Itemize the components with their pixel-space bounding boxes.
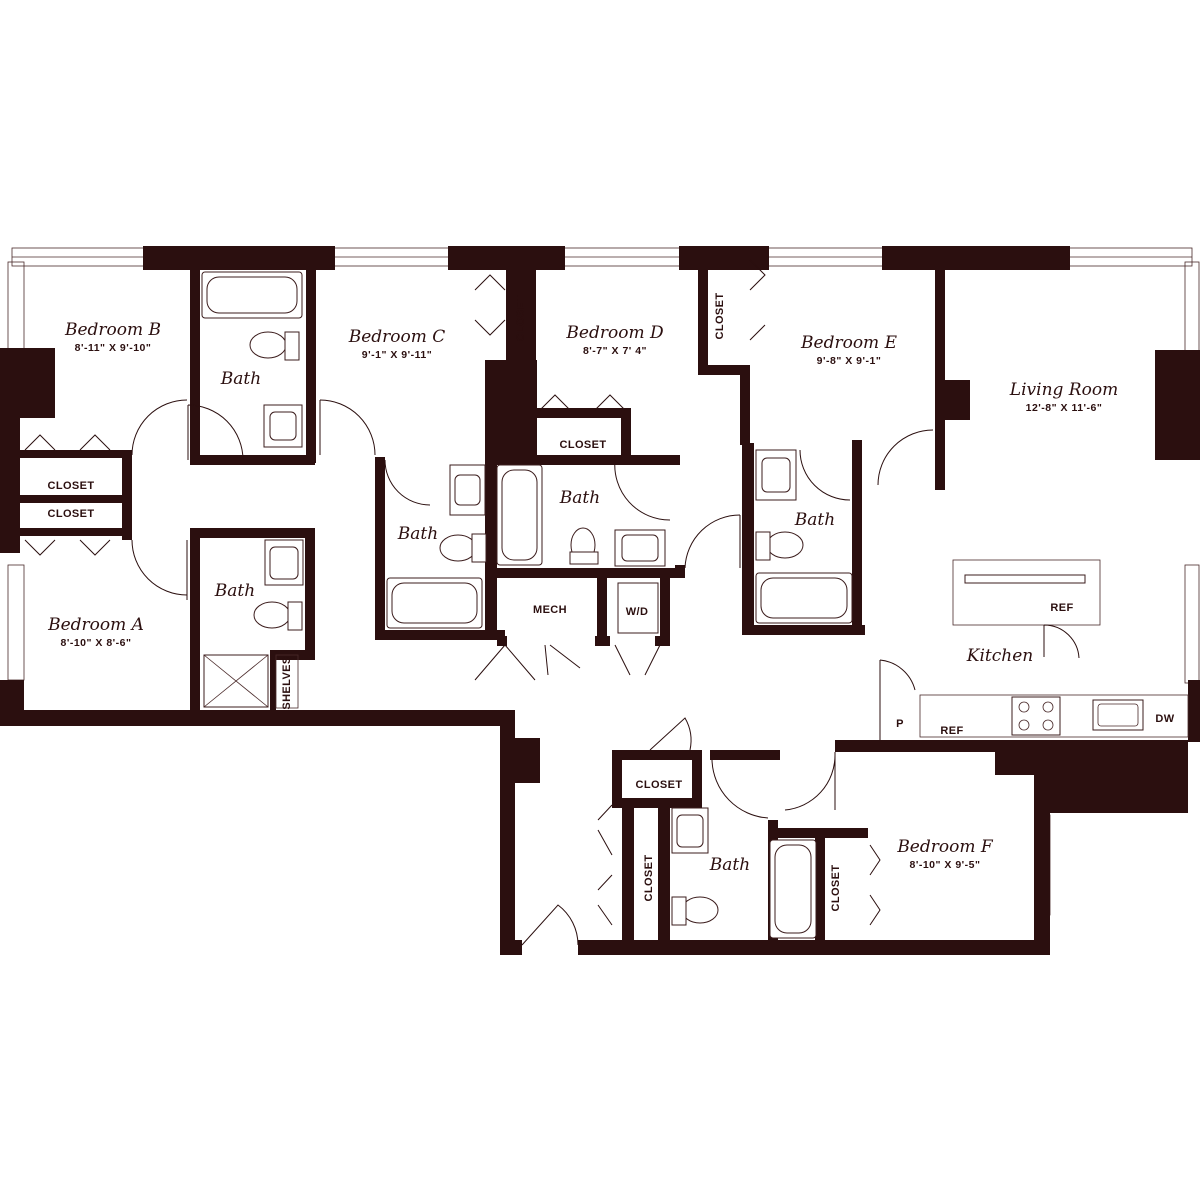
- closet-label-c: CLOSET: [515, 294, 527, 341]
- pantry-label: P: [896, 718, 904, 730]
- kitchen-island: [952, 559, 1101, 626]
- bedroom-f-name: Bedroom F: [896, 837, 994, 857]
- bedroom-c-dims: 9'-1" X 9'-11": [362, 349, 432, 361]
- closet-label-d: CLOSET: [559, 439, 606, 451]
- closet-label-entry: CLOSET: [643, 854, 655, 901]
- toilet-icon: [439, 534, 477, 562]
- fixtures: [201, 271, 1189, 939]
- closet-label-f: CLOSET: [830, 864, 842, 911]
- bedroom-e-name: Bedroom E: [800, 333, 898, 353]
- ref-island-label: REF: [1050, 602, 1073, 614]
- wd-label: W/D: [626, 606, 649, 618]
- bath-b-label: Bath: [220, 369, 261, 389]
- stove-icon: [1011, 696, 1061, 736]
- washer-dryer-icon: [617, 582, 659, 634]
- doors: [24, 259, 934, 946]
- fixture-labels: CLOSET CLOSET CLOSET CLOSET CLOSET CLOSE…: [47, 292, 1174, 911]
- toilet-icon: [249, 331, 287, 359]
- bedroom-f-dims: 8'-10" X 9'-5": [910, 859, 981, 871]
- dw-label: DW: [1155, 713, 1174, 725]
- bath-e-label: Bath: [794, 510, 835, 530]
- bedroom-c-name: Bedroom C: [348, 327, 446, 347]
- bedroom-b-dims: 8'-11" X 9'-10": [75, 342, 152, 354]
- bedroom-d-dims: 8'-7" X 7' 4": [583, 345, 647, 357]
- bedroom-a-dims: 8'-10" X 8'-6": [61, 637, 132, 649]
- living-room-name: Living Room: [1009, 380, 1118, 400]
- bath-f-label: Bath: [709, 855, 750, 875]
- bath-d-label: Bath: [559, 488, 600, 508]
- shelves-label: SHELVES: [281, 656, 293, 709]
- kitchen-counter: [919, 694, 1189, 738]
- living-room-dims: 12'-8" X 11'-6": [1026, 402, 1103, 414]
- closet-label-b: CLOSET: [47, 480, 94, 492]
- closet-label-e: CLOSET: [714, 292, 726, 339]
- mech-label: MECH: [533, 604, 567, 616]
- bedroom-a-name: Bedroom A: [47, 615, 144, 635]
- toilet-icon: [766, 531, 804, 559]
- bath-a-label: Bath: [214, 581, 255, 601]
- bath-c-label: Bath: [397, 524, 438, 544]
- ref-label: REF: [940, 725, 963, 737]
- kitchen-sink-icon: [1092, 699, 1144, 731]
- bedroom-e-dims: 9'-8" X 9'-1": [817, 355, 882, 367]
- bedroom-d-name: Bedroom D: [565, 323, 664, 343]
- room-labels: Bedroom B 8'-11" X 9'-10" Bedroom C 9'-1…: [47, 320, 1118, 875]
- bedroom-b-name: Bedroom B: [64, 320, 161, 340]
- toilet-icon: [681, 896, 719, 924]
- closet-label-a: CLOSET: [47, 508, 94, 520]
- kitchen-name: Kitchen: [966, 646, 1033, 666]
- exterior-walls: [0, 246, 1200, 955]
- toilet-icon: [253, 601, 291, 629]
- closet-label-hall: CLOSET: [635, 779, 682, 791]
